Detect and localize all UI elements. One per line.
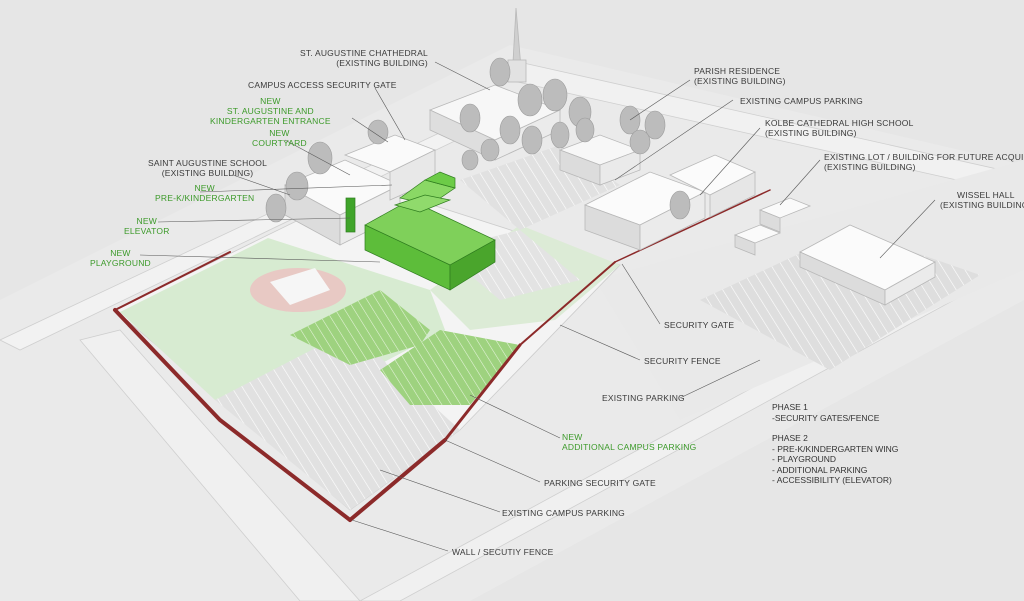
phase-legend: PHASE 1 -SECURITY GATES/FENCE PHASE 2 - …: [772, 402, 898, 486]
phase2-item: - ACCESSIBILITY (ELEVATOR): [772, 475, 892, 485]
label-campus-access-security-gate: CAMPUS ACCESS SECURITY GATE: [248, 80, 397, 90]
label-existing-campus-parking-bottom: EXISTING CAMPUS PARKING: [502, 508, 625, 518]
phase2-item: - PRE-K/KINDERGARTEN WING: [772, 443, 899, 454]
leader-lines: [139, 61, 936, 552]
label-future-acquisition-lot: EXISTING LOT / BUILDING FOR FUTURE ACQUI…: [824, 152, 1024, 172]
new-parking-areas: [290, 290, 520, 405]
perimeter-wall: [113, 189, 771, 522]
label-existing-parking: EXISTING PARKING: [602, 393, 685, 403]
new-construction: [345, 171, 496, 291]
label-saint-augustine-school: SAINT AUGUSTINE SCHOOL(EXISTING BUILDING…: [148, 158, 268, 178]
label-security-gate: SECURITY GATE: [664, 320, 735, 330]
label-kolbe-cathedral-high-school: KOLBE CATHEDRAL HIGH SCHOOL(EXISTING BUI…: [765, 118, 914, 138]
label-parish-residence: PARISH RESIDENCE(EXISTING BUILDING): [694, 66, 786, 86]
label-security-fence: SECURITY FENCE: [644, 356, 721, 366]
label-wall-security-fence: WALL / SECUTIY FENCE: [452, 547, 554, 557]
label-existing-campus-parking-top: EXISTING CAMPUS PARKING: [740, 96, 863, 106]
phase2-title: PHASE 2: [772, 433, 808, 443]
label-parking-security-gate: PARKING SECURITY GATE: [544, 478, 656, 488]
phase2-item: - ADDITIONAL PARKING: [772, 464, 868, 475]
trees: [265, 57, 691, 223]
phase2-item: - PLAYGROUND: [772, 454, 837, 464]
phase1-item: -SECURITY GATES/FENCE: [772, 412, 880, 423]
label-wissel-hall: WISSEL HALL(EXISTING BUILDING): [940, 190, 1024, 210]
phase1-title: PHASE 1: [772, 402, 808, 412]
label-cathedral: ST. AUGUSTINE CHATHEDRAL(EXISTING BUILDI…: [300, 48, 428, 68]
